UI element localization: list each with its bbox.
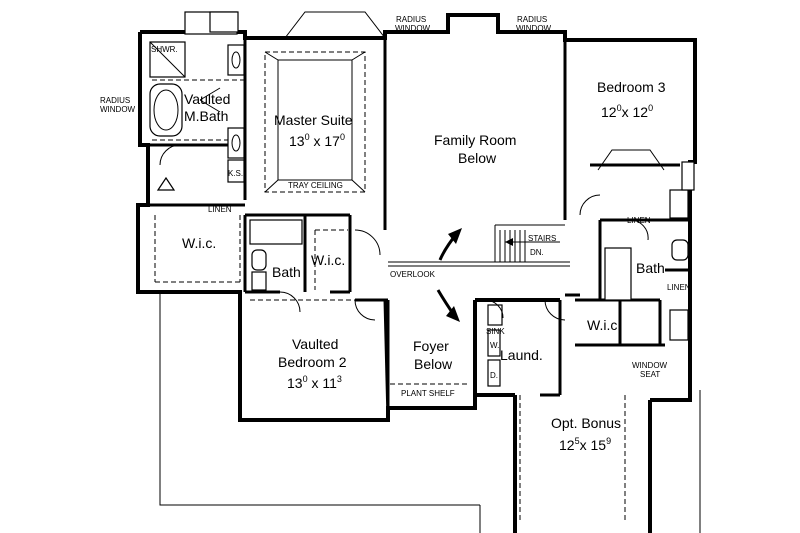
bath-mid-label: Bath [272,264,301,280]
radius-window-left-1: RADIUS [100,96,130,105]
linen-right2-label: LINEN [667,283,691,292]
stair-arrow-icon [505,238,513,246]
chimney [184,11,239,35]
window-seat-label-1: WINDOW [632,361,668,370]
dryer-label: D. [490,371,498,380]
fixtures [149,41,695,387]
vaulted-bed2-label-1: Vaulted [292,336,338,352]
window-seat-label-2: SEAT [640,370,660,379]
master-suite-name: Master Suite [274,112,353,128]
sink-label: SINK [486,327,505,336]
linen-left-label: LINEN [208,205,232,214]
radius-window-top1-1: RADIUS [396,15,426,24]
overlook-rail [388,224,570,267]
bedroom3-name: Bedroom 3 [597,79,666,95]
radius-window-left-2: WINDOW [100,105,136,114]
radius-window-top1-2: WINDOW [395,24,431,33]
bath-tub-mid [249,219,303,245]
wic-mid-label: W.i.c. [311,252,345,268]
laundry-label: Laund. [500,347,543,363]
bath-tub-right [604,247,632,301]
vaulted-bed2-label-2: Bedroom 2 [278,354,347,370]
dashed-guides [152,79,626,520]
vaulted-mbath-label-1: Vaulted [184,91,230,107]
stairs-label: STAIRS [528,234,556,243]
vaulted-bed2-dims: 130 x 113 [287,374,342,391]
bath-right-label: Bath [636,260,665,276]
bedroom3-bay [597,149,665,171]
tub [149,83,183,137]
shower-label: SHWR. [151,45,178,54]
washer [487,329,501,357]
tray-ceiling [264,51,366,193]
doors [159,87,649,321]
opt-bonus-dims: 125x 159 [559,436,611,453]
washer-label: W. [490,341,499,350]
foyer-label-1: Foyer [413,338,449,354]
vaulted-mbath-label-2: M.Bath [184,108,228,124]
stairs-dn-label: DN. [530,248,544,257]
bay-window [284,11,386,39]
linen-right-label: LINEN [627,216,651,225]
overlook-arrows [436,228,462,322]
plant-shelf-label: PLANT SHELF [401,389,455,398]
stairs [499,230,560,262]
overlook-label: OVERLOOK [390,270,436,279]
roof-outline [159,290,701,533]
family-room-label-2: Below [458,150,497,166]
master-suite-dims: 130 x 170 [289,132,345,149]
dryer [487,359,501,387]
radius-window-top2-1: RADIUS [517,15,547,24]
radius-window-top2-2: WINDOW [516,24,552,33]
tray-ceiling-label: TRAY CEILING [288,181,343,190]
opt-bonus-name: Opt. Bonus [551,415,621,431]
foyer-label-2: Below [414,356,453,372]
wic-right-label: W.i.c. [587,317,621,333]
family-room-label-1: Family Room [434,132,516,148]
wic-left-label: W.i.c. [182,235,216,251]
ks-label: K.S. [228,169,243,178]
bedroom3-dims: 120x 120 [601,103,653,120]
